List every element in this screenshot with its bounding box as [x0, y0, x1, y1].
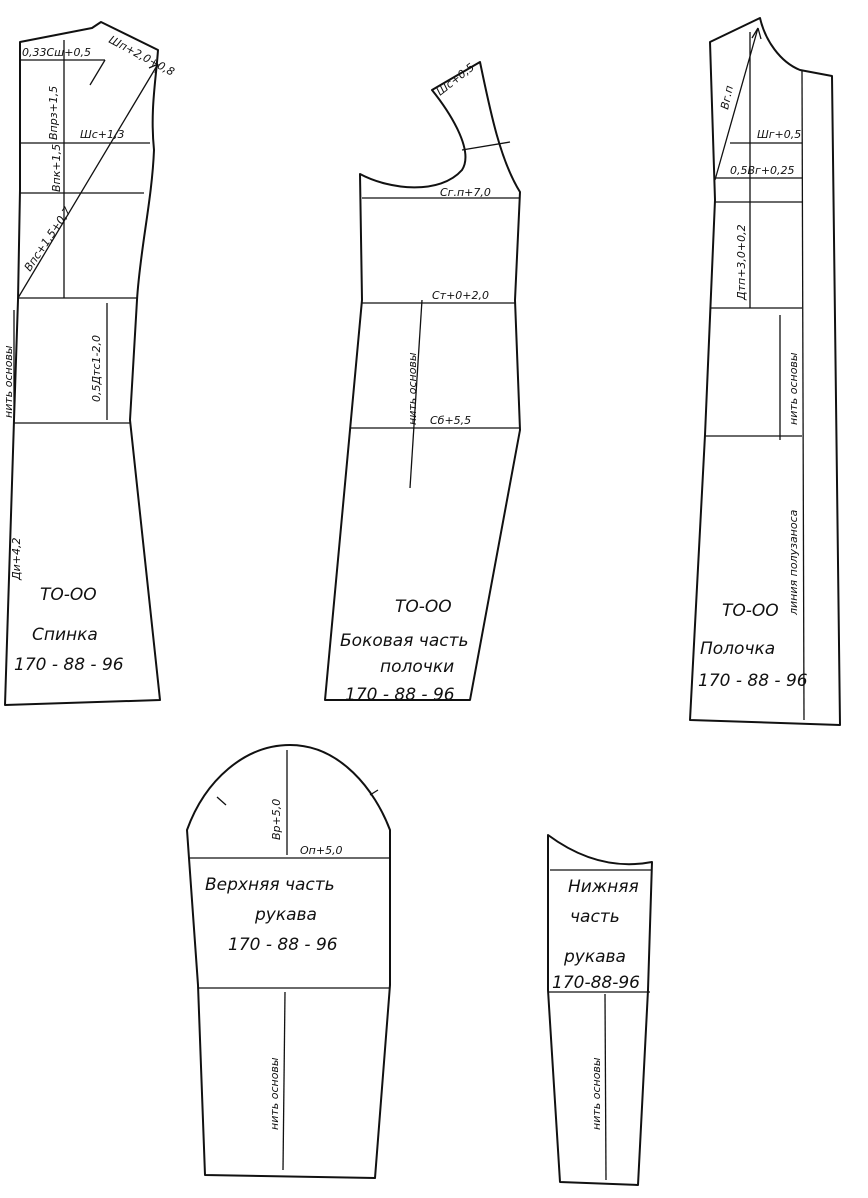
- lower-sleeve-line-grain: [604, 993, 607, 1181]
- back-label-shoulder-b: Шп+2,0+0,8: [107, 33, 177, 78]
- front-label-grain: нить основы: [787, 352, 800, 425]
- front-code: ТО-ОО: [722, 601, 779, 621]
- front-label-half-chest: 0,5Вг+0,25: [730, 164, 795, 177]
- side-label-waist: Ст+0+2,0: [432, 289, 489, 302]
- side-label-top: Шс+0,5: [434, 61, 477, 99]
- back-line-dart: [89, 59, 106, 86]
- side-outline: [324, 61, 521, 701]
- back-code: ТО-ОО: [40, 585, 97, 605]
- back-label-waist-hip: 0,5Дтс1-2,0: [90, 335, 103, 402]
- lower-sleeve-piece: нить основы Нижняя часть рукава 170-88-9…: [547, 834, 653, 1186]
- lower-sleeve-name-line3: рукава: [563, 947, 626, 967]
- side-name-line1: Боковая часть: [340, 631, 469, 651]
- lower-sleeve-label-grain: нить основы: [590, 1057, 603, 1130]
- side-piece: Шс+0,5 Сг.п+7,0 Ст+0+2,0 Сб+5,5 нить осн…: [324, 61, 521, 705]
- front-label-fold: линия полузаноса: [787, 509, 800, 616]
- lower-sleeve-outline: [547, 834, 653, 1186]
- back-label-diagonal: Впс+1,5+0,7: [22, 205, 74, 274]
- upper-sleeve-label-grain: нить основы: [268, 1057, 281, 1130]
- side-size: 170 - 88 - 96: [345, 685, 455, 705]
- front-name: Полочка: [700, 639, 775, 659]
- upper-sleeve-notch-left: [216, 796, 227, 806]
- upper-sleeve-label-cap-height: Вр+5,0: [270, 799, 283, 840]
- lower-sleeve-name-line2: часть: [570, 907, 620, 927]
- back-label-shoulder-a: 0,33Сш+0,5: [22, 46, 91, 59]
- side-name-line2: полочки: [380, 657, 454, 677]
- side-label-hip: Сб+5,5: [430, 414, 471, 427]
- side-label-chest: Сг.п+7,0: [440, 186, 491, 199]
- lower-sleeve-size: 170-88-96: [552, 973, 640, 993]
- side-label-grain: нить основы: [406, 352, 419, 425]
- back-label-chest-depth: Впк+1,5: [50, 144, 63, 192]
- front-line-fold: [801, 69, 805, 721]
- upper-sleeve-notch-right: [369, 789, 379, 796]
- upper-sleeve-outline: [186, 744, 391, 1179]
- front-outline: [689, 17, 841, 726]
- front-arrow: [751, 27, 762, 40]
- back-line-diagonal: [17, 63, 159, 299]
- upper-sleeve-size: 170 - 88 - 96: [228, 935, 338, 955]
- back-label-back-width: Шс+1,3: [80, 128, 125, 141]
- back-name: Спинка: [32, 625, 98, 645]
- back-label-grain: нить основы: [2, 345, 15, 418]
- front-label-diagonal: Вг.п: [718, 84, 736, 110]
- back-piece: 0,33Сш+0,5 Шп+2,0+0,8 Впрз+1,5 Шс+1,3 Вп…: [2, 21, 177, 706]
- front-size: 170 - 88 - 96: [698, 671, 808, 691]
- side-line-grain: [409, 299, 423, 489]
- back-label-armhole-depth: Впрз+1,5: [47, 86, 60, 140]
- back-label-length: Ди+4,2: [10, 538, 23, 581]
- front-piece: Вг.п Шг+0,5 0,5Вг+0,25 Дтп+3,0+0,2 нить …: [689, 17, 841, 726]
- front-line-diagonal: [714, 27, 759, 181]
- side-code: ТО-ОО: [395, 597, 452, 617]
- back-arrow: [148, 63, 159, 74]
- upper-sleeve-name-line1: Верхняя часть: [205, 875, 335, 895]
- upper-sleeve-label-width: Оп+5,0: [300, 844, 343, 857]
- front-label-chest-width: Шг+0,5: [757, 128, 801, 141]
- upper-sleeve-piece: Вр+5,0 Оп+5,0 нить основы Верхняя часть …: [186, 744, 391, 1179]
- side-line-top: [461, 141, 511, 151]
- upper-sleeve-line-grain: [282, 991, 286, 1171]
- lower-sleeve-name-line1: Нижняя: [568, 877, 639, 897]
- upper-sleeve-name-line2: рукава: [254, 905, 317, 925]
- front-label-waist-length: Дтп+3,0+0,2: [735, 224, 748, 301]
- back-size: 170 - 88 - 96: [14, 655, 124, 675]
